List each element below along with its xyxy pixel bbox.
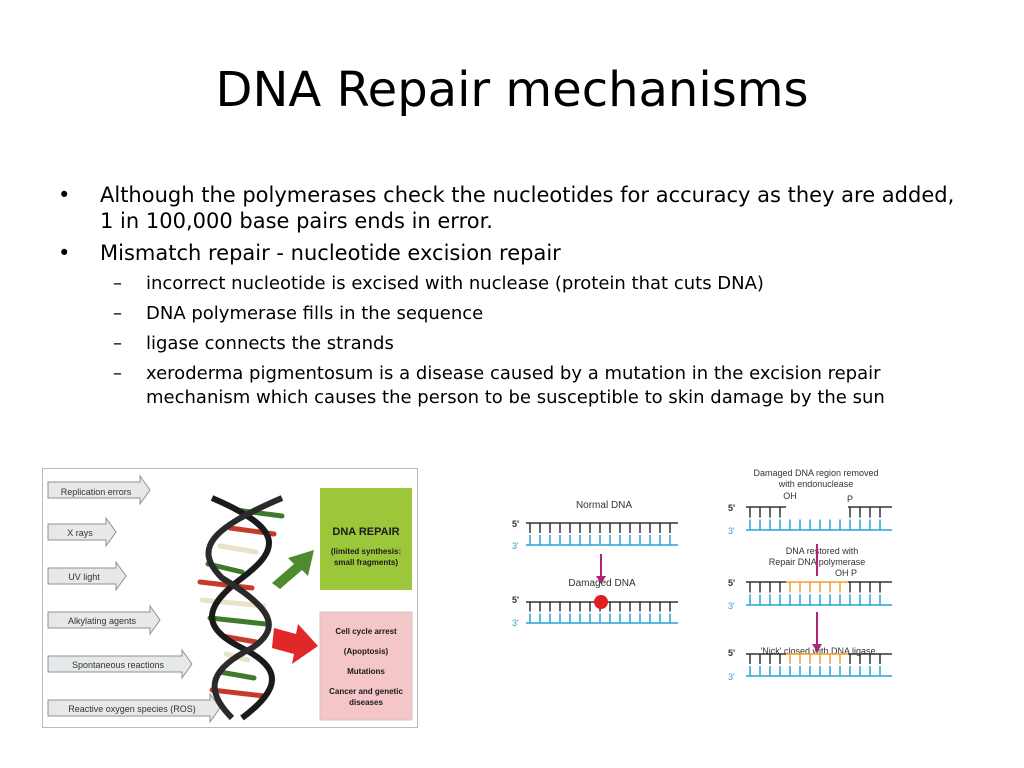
five-prime-label: 5' — [728, 578, 735, 588]
bullet-text: Although the polymerases check the nucle… — [100, 183, 955, 233]
sub-bullet-item: – xeroderma pigmentosum is a disease cau… — [58, 362, 958, 410]
three-prime-label: 3' — [728, 601, 735, 611]
cause-arrow: UV light — [47, 560, 127, 592]
oh-label: OH — [783, 491, 797, 501]
bullet-marker: • — [58, 241, 71, 265]
bullet-item: • Mismatch repair - nucleotide excision … — [58, 240, 958, 266]
bullet-list: • Although the polymerases check the nuc… — [58, 182, 958, 416]
three-prime-label: 3' — [512, 618, 519, 628]
dna-helix-illustration — [197, 495, 285, 721]
cause-arrow: Reactive oxygen species (ROS) — [47, 692, 221, 724]
three-prime-label: 3' — [728, 672, 735, 682]
oh-p-label: OH P — [835, 568, 857, 578]
sub-bullet-text: DNA polymerase fills in the sequence — [146, 303, 484, 324]
outcome-item: diseases — [349, 698, 383, 707]
repair-arrow — [272, 550, 314, 589]
cause-arrow: Alkylating agents — [47, 604, 161, 636]
sub-bullet-item: – incorrect nucleotide is excised with n… — [58, 272, 958, 296]
sub-bullet-text: xeroderma pigmentosum is a disease cause… — [146, 363, 885, 408]
sub-bullet-marker: – — [113, 333, 122, 354]
outcome-item: (Apoptosis) — [344, 647, 389, 656]
cause-label: Alkylating agents — [68, 616, 137, 626]
cause-label: UV light — [68, 572, 100, 582]
three-prime-label: 3' — [512, 541, 519, 551]
cause-arrow: X rays — [47, 516, 117, 548]
bullet-marker: • — [58, 183, 71, 207]
step1-caption: Damaged DNA region removed — [753, 468, 878, 478]
ligated-dna-strands — [746, 653, 892, 677]
damage-outcome-arrow — [272, 624, 318, 664]
normal-dna-strands — [526, 522, 678, 546]
step1-caption: with endonuclease — [778, 479, 854, 489]
down-arrow-head — [812, 644, 822, 652]
five-prime-label: 5' — [728, 503, 735, 513]
five-prime-label: 5' — [512, 595, 519, 605]
p-label: P — [847, 494, 853, 504]
cause-arrow: Spontaneous reactions — [47, 648, 193, 680]
sub-bullet-marker: – — [113, 363, 122, 384]
dna-damage-figure: Replication errors X rays UV light Alkyl… — [42, 468, 418, 728]
dna-repair-subtitle: small fragments) — [334, 558, 398, 567]
normal-damaged-dna-figure: Normal DNA 5' 3' Damaged DNA 5' 3' — [512, 500, 678, 628]
five-prime-label: 5' — [728, 648, 735, 658]
outcome-item: Cancer and genetic — [329, 687, 403, 696]
cause-label: X rays — [67, 528, 93, 538]
dna-repair-subtitle: (limited synthesis: — [331, 547, 401, 556]
five-prime-label: 5' — [512, 519, 519, 529]
bullet-item: • Although the polymerases check the nuc… — [58, 182, 958, 234]
sub-bullet-marker: – — [113, 303, 122, 324]
sub-bullet-text: incorrect nucleotide is excised with nuc… — [146, 273, 764, 294]
cause-arrow: Replication errors — [47, 474, 151, 506]
step2-caption: DNA restored with — [786, 546, 859, 556]
damage-site — [594, 595, 608, 609]
excision-repair-steps-figure: Damaged DNA region removed with endonucl… — [728, 468, 892, 682]
sub-bullet-item: – DNA polymerase fills in the sequence — [58, 302, 958, 326]
step3-caption: 'Nick' closed with DNA ligase — [761, 646, 876, 656]
sub-bullet-text: ligase connects the strands — [146, 333, 394, 354]
cause-label: Replication errors — [61, 487, 132, 497]
three-prime-label: 3' — [728, 526, 735, 536]
outcome-item: Cell cycle arrest — [335, 627, 397, 636]
sub-bullet-item: – ligase connects the strands — [58, 332, 958, 356]
outcome-item: Mutations — [347, 667, 385, 676]
cause-label: Spontaneous reactions — [72, 660, 165, 670]
bullet-text: Mismatch repair - nucleotide excision re… — [100, 241, 561, 265]
sub-bullet-marker: – — [113, 273, 122, 294]
outcome-box: Cell cycle arrest (Apoptosis) Mutations … — [319, 611, 413, 721]
cause-label: Reactive oxygen species (ROS) — [68, 704, 196, 714]
excised-dna-strands — [746, 506, 892, 531]
dna-repair-title: DNA REPAIR — [332, 526, 399, 538]
down-arrow-head — [596, 576, 606, 584]
dna-repair-box: DNA REPAIR (limited synthesis: small fra… — [320, 488, 412, 590]
normal-dna-label: Normal DNA — [576, 500, 632, 511]
slide-title: DNA Repair mechanisms — [215, 62, 809, 118]
damaged-dna-label: Damaged DNA — [568, 578, 636, 589]
restored-dna-strands — [746, 581, 892, 606]
